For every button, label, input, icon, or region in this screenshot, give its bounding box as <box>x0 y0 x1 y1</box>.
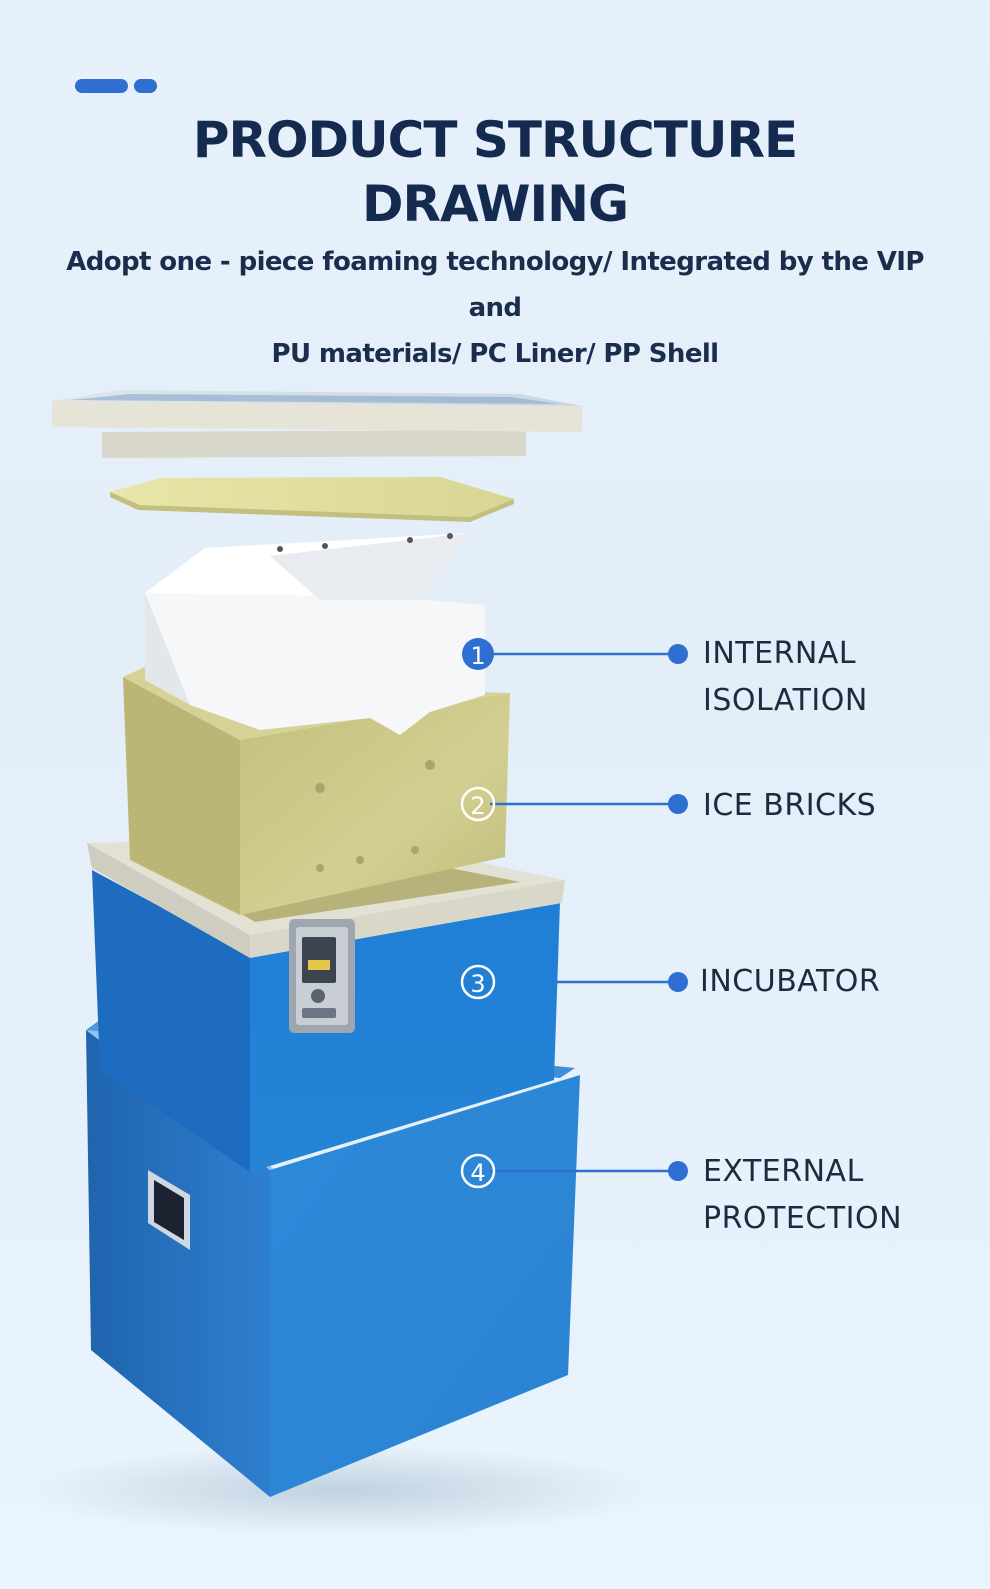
callout-4-line-1: EXTERNAL <box>703 1154 864 1189</box>
title-line-2: DRAWING <box>361 175 629 233</box>
callout-1-line-2: ISOLATION <box>703 683 868 718</box>
callout-label-ice-bricks: ICE BRICKS <box>703 782 876 829</box>
marker-4: 4 <box>460 1153 496 1189</box>
callout-label-external-protection: EXTERNAL PROTECTION <box>703 1148 902 1242</box>
subtitle-line-2: PU materials/ PC Liner/ PP Shell <box>271 339 720 369</box>
incubator-box <box>87 836 565 1172</box>
callout-2-line-1: ICE BRICKS <box>703 788 877 823</box>
svg-text:2: 2 <box>470 792 485 820</box>
floor-shadow <box>20 1445 660 1535</box>
title-line-1: PRODUCT STRUCTURE <box>192 111 798 169</box>
callout-3-line-1: INCUBATOR <box>700 964 881 999</box>
svg-text:3: 3 <box>470 970 485 998</box>
subtitle-line-1: Adopt one - piece foaming technology/ In… <box>66 247 924 323</box>
callout-connectors <box>490 644 688 1181</box>
top-lid <box>52 390 582 458</box>
callout-label-incubator: INCUBATOR <box>700 958 880 1005</box>
callout-label-internal-isolation: INTERNAL ISOLATION <box>703 630 868 724</box>
marker-3: 3 <box>460 964 496 1000</box>
ice-brick-lid <box>110 477 514 522</box>
internal-isolation-liner <box>145 533 485 735</box>
decoration-bar <box>75 79 128 93</box>
callout-4-line-2: PROTECTION <box>703 1201 903 1236</box>
decoration-dot <box>134 79 157 93</box>
marker-2: 2 <box>460 786 496 822</box>
svg-text:4: 4 <box>470 1159 485 1187</box>
callout-1-line-1: INTERNAL <box>703 636 857 671</box>
page-title: PRODUCT STRUCTURE DRAWING <box>0 108 990 236</box>
handle-slot-icon <box>148 1170 190 1250</box>
svg-text:1: 1 <box>470 642 485 670</box>
page-subtitle: Adopt one - piece foaming technology/ In… <box>45 239 945 377</box>
control-panel-icon <box>289 919 355 1033</box>
marker-1: 1 <box>462 638 494 670</box>
